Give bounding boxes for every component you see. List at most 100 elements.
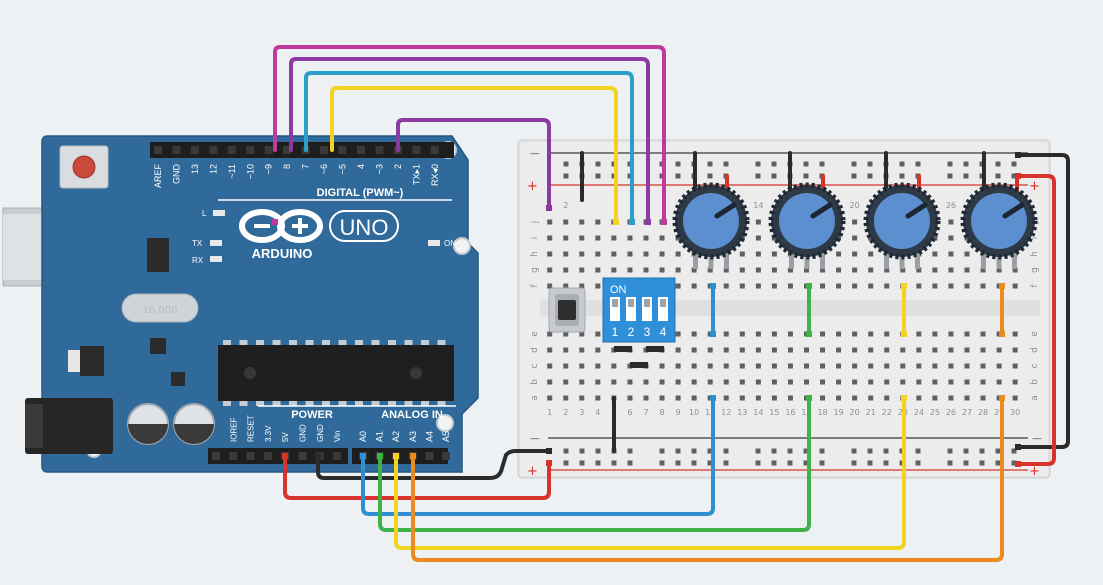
breadboard-hole	[627, 251, 633, 257]
potentiometer-1[interactable]	[672, 182, 750, 269]
header-pin-hole[interactable]	[227, 146, 236, 154]
breadboard-hole	[707, 267, 713, 273]
chip-pin	[289, 401, 297, 406]
breadboard-hole	[884, 379, 890, 385]
power-pin-label: Vin	[333, 431, 342, 442]
breadboard-hole	[964, 331, 970, 337]
chip-pin	[371, 401, 380, 406]
header-pin-hole[interactable]	[172, 146, 181, 154]
breadboard-hole	[820, 347, 826, 353]
power-pin-label: RESET	[247, 415, 256, 442]
breadboard-hole	[627, 267, 633, 273]
header-pin-hole[interactable]	[209, 146, 218, 154]
header-pin-hole[interactable]	[264, 146, 273, 154]
header-pin-hole[interactable]	[190, 146, 199, 154]
row-letter: d	[530, 347, 540, 353]
column-number: 8	[660, 408, 665, 417]
pot-knob[interactable]	[971, 193, 1027, 249]
rail-hole	[691, 460, 697, 466]
dip-toggle-knob[interactable]	[612, 299, 618, 307]
rail-hole	[691, 448, 697, 454]
pot-knurl	[960, 182, 1038, 260]
dip-toggle-knob[interactable]	[644, 299, 650, 307]
header-pin-hole[interactable]	[338, 146, 347, 154]
breadboard-hole	[627, 235, 633, 241]
pot-leg	[820, 249, 825, 269]
potentiometers[interactable]	[672, 182, 1038, 269]
pot-knob[interactable]	[683, 193, 739, 249]
breadboard-hole	[659, 251, 665, 257]
potentiometer-4[interactable]	[960, 182, 1038, 269]
dip-toggle-slot[interactable]	[658, 297, 668, 321]
breadboard-hole	[948, 347, 954, 353]
small-chip	[171, 372, 185, 386]
header-pin-hole[interactable]	[298, 452, 307, 460]
led-rx-label: RX	[192, 256, 204, 265]
power-header	[208, 448, 348, 464]
breadboard-hole	[820, 331, 826, 337]
header-pin-hole[interactable]	[442, 452, 450, 460]
rail-hole	[595, 173, 601, 179]
header-pin-hole[interactable]	[229, 452, 238, 460]
header-pin-hole[interactable]	[212, 452, 220, 460]
dip-toggle-slot[interactable]	[642, 297, 652, 321]
power-jack	[25, 398, 113, 454]
header-pin-hole[interactable]	[430, 146, 439, 154]
rail-hole	[947, 161, 953, 167]
chip-pin	[239, 340, 248, 345]
rail-hole	[995, 173, 1001, 179]
header-pin-hole[interactable]	[375, 146, 384, 154]
header-pin-hole[interactable]	[333, 452, 342, 460]
breadboard-hole	[547, 347, 553, 353]
chip-pin	[272, 340, 281, 345]
breadboard-hole	[836, 251, 842, 257]
potentiometer-3[interactable]	[863, 182, 941, 269]
small-chip	[150, 338, 166, 354]
header-pin-hole[interactable]	[320, 146, 329, 154]
header-pin-hole[interactable]	[246, 452, 255, 460]
wire-end	[315, 453, 321, 459]
breadboard-hole	[675, 267, 681, 273]
header-pin-hole[interactable]	[154, 146, 162, 154]
header-pin-hole[interactable]	[246, 146, 255, 154]
breadboard-hole	[868, 251, 874, 257]
pot-knob[interactable]	[779, 193, 835, 249]
header-pin-hole[interactable]	[412, 146, 421, 154]
rail-hole	[707, 460, 713, 466]
breadboard-hole	[1012, 395, 1018, 401]
dip-toggle-knob[interactable]	[628, 299, 634, 307]
header-pin-hole[interactable]	[283, 146, 292, 154]
pot-knurl	[863, 182, 941, 260]
header-pin-hole[interactable]	[356, 146, 365, 154]
wire-end	[272, 219, 278, 225]
breadboard-hole	[852, 331, 858, 337]
breadboard-hole	[611, 251, 617, 257]
breadboard-hole	[739, 283, 745, 289]
header-pin-hole[interactable]	[263, 452, 272, 460]
breadboard-hole	[964, 363, 970, 369]
dip-position-label: 2	[628, 325, 635, 339]
breadboard-hole	[836, 283, 842, 289]
header-pin-hole[interactable]	[425, 452, 434, 460]
breadboard-hole	[579, 267, 585, 273]
potentiometer-2[interactable]	[768, 182, 846, 269]
dip-toggle-slot[interactable]	[626, 297, 636, 321]
rail-hole	[851, 448, 857, 454]
push-button[interactable]	[548, 287, 586, 333]
breadboard-hole	[595, 235, 601, 241]
breadboard-hole	[627, 379, 633, 385]
rail-hole	[579, 460, 585, 466]
row-letter: a	[1030, 395, 1040, 401]
reset-button-cap[interactable]	[72, 155, 96, 179]
breadboard-hole	[916, 283, 922, 289]
dip-toggle-knob[interactable]	[660, 299, 666, 307]
dip-toggle-slot[interactable]	[610, 297, 620, 321]
chip-pin	[437, 401, 446, 406]
breadboard-hole	[771, 267, 777, 273]
pot-knob[interactable]	[874, 193, 930, 249]
breadboard-hole	[980, 347, 986, 353]
rail-hole	[803, 173, 809, 179]
